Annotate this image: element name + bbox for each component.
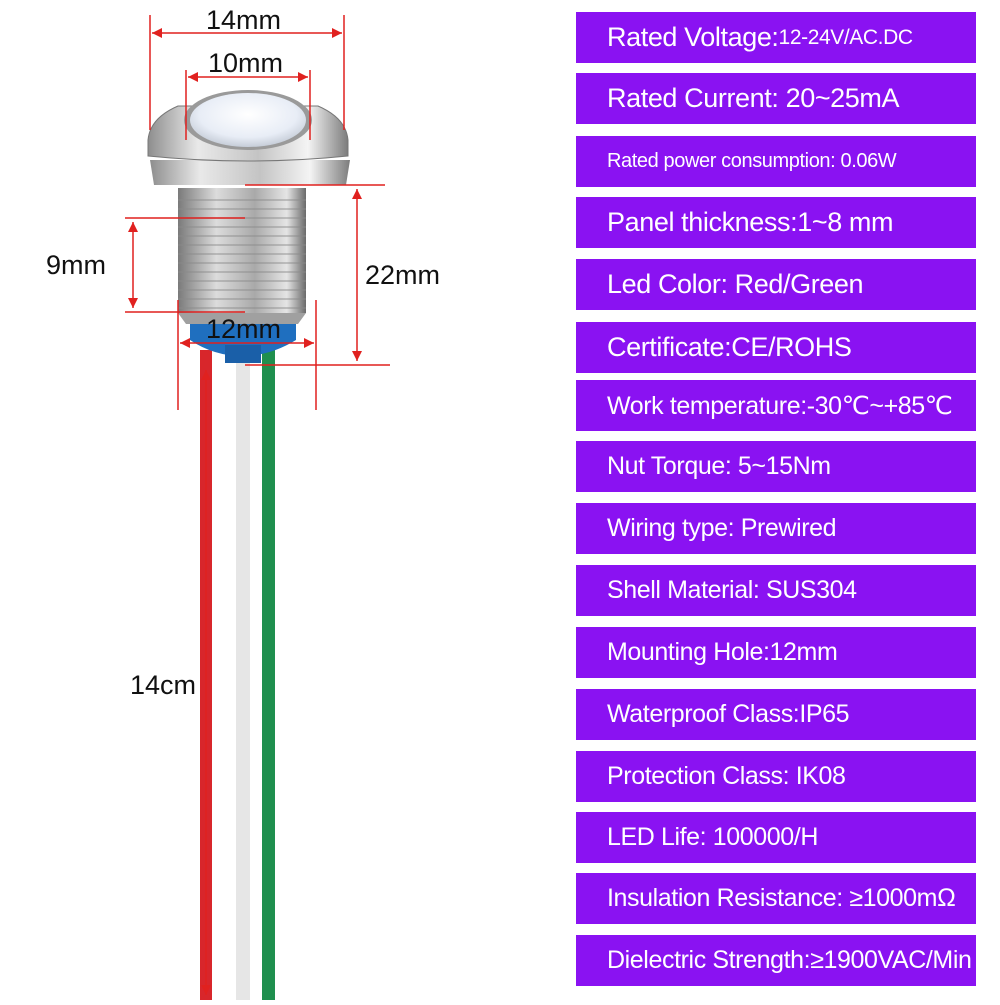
spec-dielectric-strength: Dielectric Strength:≥1900VAC/Min [576,935,976,986]
spec-value: 8 mm [827,207,894,237]
green-wire [262,350,275,1000]
spec-led-color: Led Color: Red/Green [576,259,976,310]
dimension-nut-height: 9mm [46,250,106,280]
specifications-panel: Rated Voltage:12-24V/AC.DC Rated Current… [576,0,976,1000]
dimension-lines [125,15,390,995]
spec-label: Shell Material: SUS304 [607,576,857,604]
white-wire [236,350,250,1000]
spec-work-temperature: Work temperature:-30℃~+85℃ [576,380,976,431]
spec-shell-material: Shell Material: SUS304 [576,565,976,616]
spec-label: Led Color: Red/Green [607,269,864,299]
dimension-top-width: 14mm [206,5,282,35]
spec-label: Work temperature:-30℃~+85℃ [607,391,953,420]
dimension-arrows [128,28,362,995]
spec-nut-torque: Nut Torque: 5~15Nm [576,441,976,492]
product-diagram: 14mm 10mm 9mm 22mm 12mm 14cm [46,5,441,1000]
spec-mounting-hole: Mounting Hole:12mm [576,627,976,678]
indicator-light-illustration [125,15,390,1000]
spec-rated-power: Rated power consumption: 0.06W [576,136,976,187]
dimension-thread-diameter: 12mm [206,314,282,344]
spec-label: Waterproof Class:IP65 [607,700,850,728]
spec-label: Nut Torque: 5~15Nm [607,452,831,480]
wires [200,350,275,1000]
spec-certificate: Certificate:CE/ROHS [576,322,976,373]
spec-rated-current: Rated Current: 20~25mA [576,73,976,124]
spec-label: Rated Voltage: [607,22,779,52]
spec-label: Panel thickness:1~ [607,207,828,237]
spec-label: Insulation Resistance: ≥1000mΩ [607,884,956,912]
spec-waterproof-class: Waterproof Class:IP65 [576,689,976,740]
spec-insulation-resistance: Insulation Resistance: ≥1000mΩ [576,873,976,924]
spec-label: Rated power consumption: 0.06W [607,150,897,172]
dimension-wire-length: 14cm [130,670,197,700]
spec-protection-class: Protection Class: IK08 [576,751,976,802]
spec-led-life: LED Life: 100000/H [576,812,976,863]
spec-rated-voltage: Rated Voltage:12-24V/AC.DC [576,12,976,63]
dimension-body-length: 22mm [365,260,441,290]
spec-label: Dielectric Strength:≥1900VAC/Min [607,946,972,974]
spec-label: Rated Current: 20~25mA [607,83,900,113]
spec-label: Mounting Hole:12mm [607,638,838,666]
blue-connector [190,318,296,356]
dimension-lens-width: 10mm [208,48,284,78]
connector-tip [225,345,261,363]
spec-wiring-type: Wiring type: Prewired [576,503,976,554]
body-bottom [178,313,306,324]
spec-label: LED Life: 100000/H [607,823,819,851]
hex-nut [150,160,350,185]
spec-label: Wiring type: Prewired [607,514,837,542]
spec-label: Protection Class: IK08 [607,762,846,790]
spec-panel-thickness: Panel thickness:1~ 8 mm [576,197,976,248]
spec-value: 12-24V/AC.DC [778,25,913,49]
threaded-body [178,188,306,313]
spec-label: Certificate:CE/ROHS [607,332,852,362]
led-lens [190,93,306,147]
